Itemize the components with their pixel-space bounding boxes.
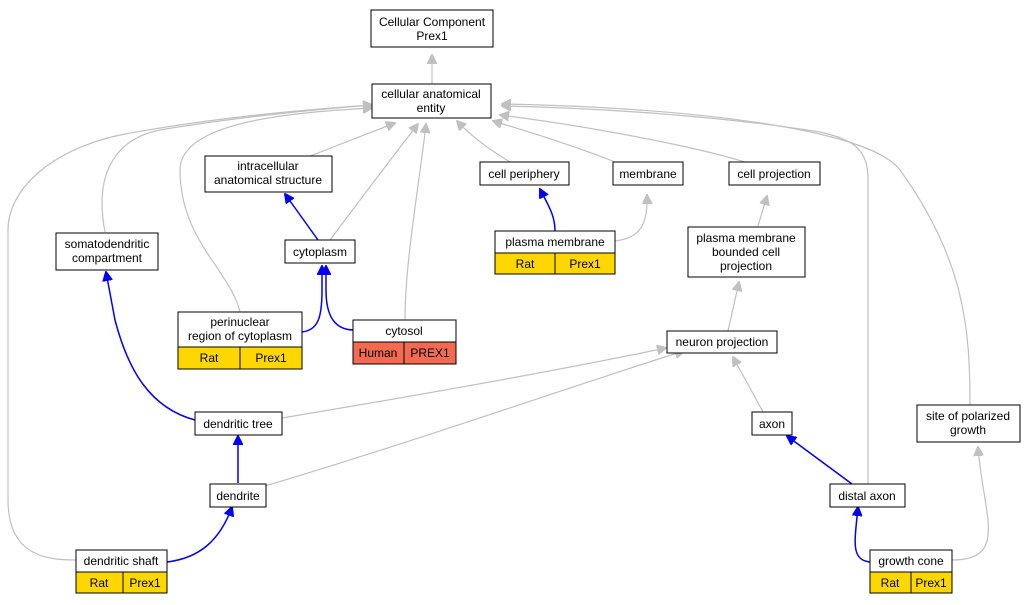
node-plasma-membrane-bounded-cell-projection[interactable]: plasma membrane bounded cell projection <box>687 226 806 278</box>
node-dendrite[interactable]: dendrite <box>209 483 267 508</box>
node-label: perinuclear <box>210 315 269 329</box>
node-label: cellular anatomical <box>381 87 480 101</box>
nodes: Cellular Component Prex1 cellular anatom… <box>55 9 1021 594</box>
node-label: growth cone <box>878 554 944 568</box>
node-intracellular-anatomical-structure[interactable]: intracellular anatomical structure <box>204 155 333 193</box>
edge-dtree-to-soma <box>106 272 196 421</box>
node-cell-projection[interactable]: cell projection <box>728 161 821 186</box>
gene-cell-prex1: Prex1 <box>569 257 601 271</box>
edge-cytoplasm-to-cae <box>329 124 418 241</box>
species-cell-rat: Rat <box>200 351 219 365</box>
node-label: projection <box>720 259 772 273</box>
node-label: Cellular Component <box>379 15 486 29</box>
node-label: plasma membrane <box>696 231 796 245</box>
node-label: cell projection <box>737 167 810 181</box>
edge-cytosol-to-cytoplasm <box>326 266 355 331</box>
species-cell-human: Human <box>359 346 398 360</box>
node-dendritic-tree[interactable]: dendritic tree <box>194 411 283 436</box>
edge-ias-to-cae <box>309 123 395 157</box>
edge-soma-to-cae <box>101 105 372 233</box>
node-label: neuron projection <box>676 335 769 349</box>
gene-cell-prex1: PREX1 <box>410 346 450 360</box>
node-dendritic-shaft[interactable]: dendritic shaft Rat Prex1 <box>75 549 168 594</box>
node-cytosol[interactable]: cytosol Human PREX1 <box>352 319 457 365</box>
edge-cellper-to-cae <box>457 121 511 163</box>
node-label: cytosol <box>385 324 422 338</box>
edge-dshaft-to-dendrite <box>166 507 232 563</box>
node-perinuclear-region-of-cytoplasm[interactable]: perinuclear region of cytoplasm Rat Prex… <box>177 311 303 370</box>
edge-distalaxon-to-axon <box>787 436 853 485</box>
edge-dendrite-to-neuronproj <box>264 351 684 487</box>
edge-growthcone-to-distalaxon <box>855 507 871 563</box>
node-growth-cone[interactable]: growth cone Rat Prex1 <box>869 549 953 594</box>
edge-cellproj-to-cae <box>500 115 746 163</box>
node-distal-axon[interactable]: distal axon <box>829 483 906 508</box>
node-label: somatodendritic <box>65 237 150 251</box>
node-label: entity <box>417 101 446 115</box>
edge-perinuc-to-cae <box>179 108 372 313</box>
edge-pm-to-cellper <box>540 189 556 232</box>
node-somatodendritic-compartment[interactable]: somatodendritic compartment <box>55 232 159 271</box>
node-cell-periphery[interactable]: cell periphery <box>479 161 570 186</box>
node-label: bounded cell <box>712 245 780 259</box>
node-label: growth <box>950 423 986 437</box>
edge-axon-to-neuronproj <box>733 357 764 413</box>
node-cytoplasm[interactable]: cytoplasm <box>284 239 356 264</box>
gene-cell-prex1: Prex1 <box>915 576 947 590</box>
node-membrane[interactable]: membrane <box>612 161 684 186</box>
edge-neuronproj-to-pmbcp <box>727 282 739 332</box>
node-label: membrane <box>619 167 677 181</box>
node-label: anatomical structure <box>214 173 322 187</box>
edge-perinuc-to-cytoplasm <box>301 266 322 333</box>
edge-growthcone-to-spg <box>951 447 989 561</box>
node-label: cytoplasm <box>293 245 347 259</box>
edge-dtree-to-neuronproj <box>281 348 666 419</box>
species-cell-rat: Rat <box>90 576 109 590</box>
edge-spg-to-cae <box>502 104 971 406</box>
node-axon[interactable]: axon <box>751 411 793 436</box>
node-label: plasma membrane <box>505 235 605 249</box>
node-plasma-membrane[interactable]: plasma membrane Rat Prex1 <box>494 230 616 275</box>
node-label: site of polarized <box>926 409 1010 423</box>
node-neuron-projection[interactable]: neuron projection <box>666 330 778 354</box>
node-label: region of cytoplasm <box>188 329 292 343</box>
edge-pmbcp-to-cellproj <box>757 196 767 227</box>
node-label: Prex1 <box>416 29 448 43</box>
gene-cell-prex1: Prex1 <box>129 576 161 590</box>
species-cell-rat: Rat <box>516 257 535 271</box>
node-site-of-polarized-growth[interactable]: site of polarized growth <box>916 404 1021 443</box>
node-cellular-component-prex1[interactable]: Cellular Component Prex1 <box>370 9 494 48</box>
edge-pm-to-membrane <box>614 195 647 242</box>
node-label: dendritic tree <box>203 417 273 431</box>
gene-cell-prex1: Prex1 <box>255 351 287 365</box>
node-cellular-anatomical-entity[interactable]: cellular anatomical entity <box>371 83 492 119</box>
node-label: dendrite <box>216 489 260 503</box>
edge-cytosol-to-cae <box>404 124 426 321</box>
edge-membrane-to-cae <box>493 121 616 163</box>
edge-dshaft-to-cae <box>7 105 372 561</box>
node-label: intracellular <box>237 159 298 173</box>
edges <box>7 55 989 563</box>
node-label: dendritic shaft <box>84 554 159 568</box>
edge-cytoplasm-to-ias <box>285 194 319 241</box>
node-label: distal axon <box>838 489 895 503</box>
node-label: cell periphery <box>488 167 559 181</box>
node-label: compartment <box>72 251 143 265</box>
node-label: axon <box>759 417 785 431</box>
species-cell-rat: Rat <box>881 576 900 590</box>
